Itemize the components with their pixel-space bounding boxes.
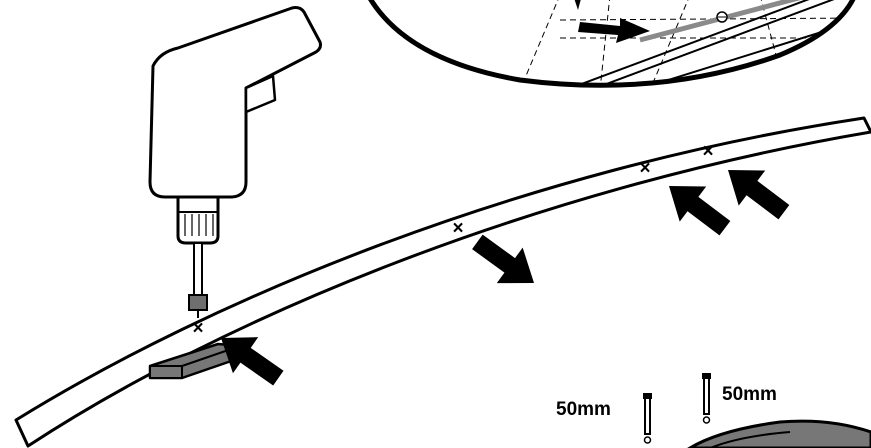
mark-symbol: ×	[452, 218, 463, 239]
screw-label-1: 50mm	[556, 399, 611, 420]
power-drill-icon	[148, 6, 322, 318]
screw-label-2: 50mm	[722, 384, 777, 405]
drill-mark-4: ×	[702, 141, 713, 162]
rail-end-cap	[687, 419, 871, 448]
arrow-icon	[728, 170, 790, 220]
arrow-icon	[221, 337, 284, 386]
mark-symbol: ×	[639, 158, 650, 179]
magnifier-callout	[368, 0, 856, 88]
drill-mark-2: ×	[452, 218, 463, 239]
mark-symbol: ×	[702, 141, 713, 162]
roof-rail-icon	[14, 116, 871, 448]
arrow-icon	[669, 186, 731, 236]
drill-mark-1: ×	[192, 318, 203, 339]
arrow-icon	[472, 234, 534, 284]
screw-icon	[702, 373, 711, 424]
callout-detail	[519, 0, 855, 86]
mark-symbol: ×	[192, 318, 203, 339]
callout-arrow-icon	[578, 18, 650, 43]
drill-mark-3: ×	[639, 158, 650, 179]
screw-icon	[643, 393, 652, 444]
